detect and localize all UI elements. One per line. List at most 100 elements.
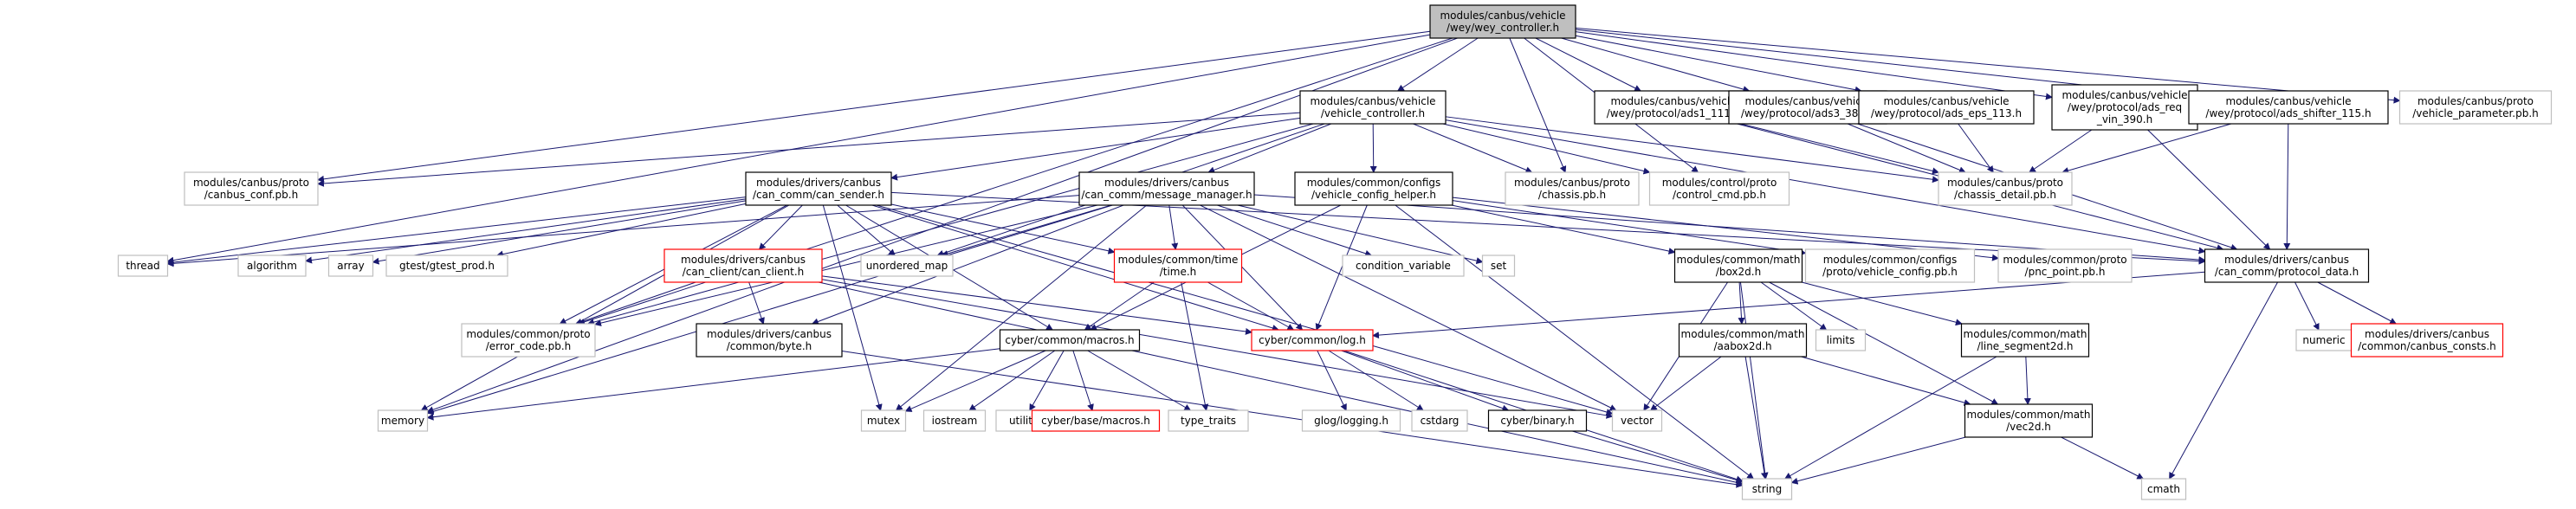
node-byte-h[interactable]: modules/drivers/canbus/common/byte.h — [696, 323, 843, 358]
node-ads-req-vin-390[interactable]: modules/canbus/vehicle/wey/protocol/ads_… — [2051, 84, 2198, 131]
edge-message_manager-to-time_h — [1168, 204, 1179, 250]
node-box — [1078, 171, 1255, 206]
node-label: /vec2d.h — [2006, 421, 2051, 433]
edge-message_manager-to-set — [1237, 204, 1484, 265]
node-vehicle-parameter-pb[interactable]: modules/canbus/proto/vehicle_parameter.p… — [2398, 90, 2553, 125]
node-label: modules/drivers/canbus — [2224, 254, 2349, 266]
node-canbus-consts[interactable]: modules/drivers/canbus/common/canbus_con… — [2350, 323, 2504, 358]
node-vector[interactable]: vector — [1611, 409, 1663, 432]
edge-can_sender-to-algorithm — [305, 198, 747, 264]
node-time-h[interactable]: modules/common/time/time.h — [1113, 248, 1243, 283]
edge-log_h-to-binary_h — [1341, 350, 1510, 412]
node-box — [1113, 248, 1243, 283]
node-iostream[interactable]: iostream — [922, 409, 987, 432]
node-binary-h[interactable]: cyber/binary.h — [1487, 409, 1588, 432]
node-log-h[interactable]: cyber/common/log.h — [1251, 329, 1374, 351]
node-label: modules/canbus/proto — [193, 177, 309, 189]
node-condition-variable[interactable]: condition_variable — [1342, 254, 1465, 277]
node-label: /common/byte.h — [727, 340, 812, 352]
edge-line_segment2d-to-vec2d — [2023, 356, 2031, 405]
node-ads1-111[interactable]: modules/canbus/vehicle/wey/protocol/ads1… — [1594, 90, 1753, 125]
node-label: iostream — [932, 415, 978, 427]
node-cstdarg[interactable]: cstdarg — [1411, 409, 1468, 432]
node-set[interactable]: set — [1481, 254, 1516, 277]
node-label: mutex — [867, 415, 900, 427]
node-mutex[interactable]: mutex — [860, 409, 907, 432]
edge-can_sender-to-can_client — [758, 204, 803, 250]
node-protocol-data[interactable]: modules/drivers/canbus/can_comm/protocol… — [2204, 248, 2370, 283]
edge-vehicle_config_helper-to-vehicle_config_pb — [1452, 200, 1807, 256]
edge-box2d-to-string — [1739, 281, 1769, 480]
edge-message_manager-to-mutex — [895, 204, 1148, 411]
edge-box2d-to-line_segment2d — [1802, 281, 1963, 326]
node-gtest-prod[interactable]: gtest/gtest_prod.h — [385, 254, 508, 277]
node-macros-h[interactable]: cyber/common/macros.h — [999, 329, 1141, 351]
edge-box2d-to-aabox2d — [1738, 281, 1745, 325]
node-box — [1429, 4, 1576, 39]
node-label: type_traits — [1181, 415, 1236, 427]
node-line-segment2d[interactable]: modules/common/math/line_segment2d.h — [1960, 323, 2090, 358]
node-box — [1031, 409, 1161, 432]
node-vehicle-config-helper[interactable]: modules/common/configs/vehicle_config_he… — [1294, 171, 1453, 206]
node-label: modules/canbus/vehicle — [1883, 95, 2009, 107]
node-label: /can_client/can_client.h — [683, 266, 805, 278]
node-message-manager[interactable]: modules/drivers/canbus/can_comm/message_… — [1078, 171, 1255, 206]
edge-vehicle_controller-to-message_manager — [1207, 123, 1332, 174]
node-label: string — [1752, 483, 1782, 495]
node-aabox2d[interactable]: modules/common/math/aabox2d.h — [1678, 323, 1808, 358]
node-vehicle-controller[interactable]: modules/canbus/vehicle/vehicle_controlle… — [1299, 90, 1447, 125]
node-can-client[interactable]: modules/drivers/canbus/can_client/can_cl… — [663, 248, 823, 283]
node-vec2d[interactable]: modules/common/math/vec2d.h — [1964, 403, 2094, 438]
node-label: array — [337, 260, 364, 272]
node-label: modules/common/math — [1964, 328, 2087, 340]
node-base-macros[interactable]: cyber/base/macros.h — [1031, 409, 1161, 432]
node-control-cmd-pb[interactable]: modules/control/proto/control_cmd.pb.h — [1648, 171, 1790, 206]
node-label: glog/logging.h — [1314, 415, 1388, 427]
node-box — [1804, 248, 1976, 283]
node-glog-logging[interactable]: glog/logging.h — [1301, 409, 1401, 432]
node-label: cmath — [2147, 483, 2180, 495]
node-vehicle-config-pb[interactable]: modules/common/configs/proto/vehicle_con… — [1804, 248, 1976, 283]
node-box — [1741, 478, 1793, 500]
node-ads-eps-113[interactable]: modules/canbus/vehicle/wey/protocol/ads_… — [1858, 90, 2035, 125]
node-label: utility — [1009, 415, 1039, 427]
node-array[interactable]: array — [327, 254, 374, 277]
node-box — [696, 323, 843, 358]
edge-vehicle_controller-to-chassis_pb — [1413, 123, 1533, 174]
node-label: modules/canbus/vehicle — [1310, 95, 1435, 107]
node-memory[interactable]: memory — [377, 409, 429, 432]
node-can-sender[interactable]: modules/drivers/canbus/can_comm/can_send… — [745, 171, 892, 206]
node-limits[interactable]: limits — [1815, 329, 1867, 351]
node-label: /vehicle_config_helper.h — [1311, 189, 1436, 201]
edge-vec2d-to-string — [1790, 436, 1966, 485]
node-error-code-pb[interactable]: modules/common/proto/error_code.pb.h — [461, 323, 596, 358]
node-string[interactable]: string — [1741, 478, 1793, 500]
node-canbus-conf-pb[interactable]: modules/canbus/proto/canbus_conf.pb.h — [184, 171, 319, 206]
node-numeric[interactable]: numeric — [2295, 329, 2353, 351]
node-ads-shifter-115[interactable]: modules/canbus/vehicle/wey/protocol/ads_… — [2188, 90, 2389, 125]
node-box — [1960, 323, 2090, 358]
node-cmath[interactable]: cmath — [2140, 478, 2187, 500]
edge-protocol_data-to-canbus_consts — [2317, 281, 2398, 325]
node-thread[interactable]: thread — [117, 254, 169, 277]
node-pnc-point-pb[interactable]: modules/common/proto/pnc_point.pb.h — [1997, 248, 2133, 283]
node-label: modules/drivers/canbus — [681, 254, 806, 266]
edge-can_sender-to-time_h — [890, 203, 1116, 254]
node-chassis-pb[interactable]: modules/canbus/proto/chassis.pb.h — [1505, 171, 1640, 206]
node-label: /chassis_detail.pb.h — [1954, 189, 2056, 201]
edge-wey_controller-to-thread — [166, 34, 1431, 264]
node-label: /vehicle_controller.h — [1321, 107, 1425, 119]
node-label: /box2d.h — [1716, 266, 1761, 278]
node-box2d[interactable]: modules/common/math/box2d.h — [1673, 248, 1803, 283]
node-unordered-map[interactable]: unordered_map — [860, 254, 954, 277]
node-label: /chassis.pb.h — [1538, 189, 1606, 201]
edge-wey_controller-to-ads_req_vin_390 — [1575, 31, 2053, 100]
node-label: cyber/binary.h — [1500, 415, 1574, 427]
node-algorithm[interactable]: algorithm — [237, 254, 307, 277]
node-box — [1342, 254, 1465, 277]
node-type-traits[interactable]: type_traits — [1168, 409, 1249, 432]
edge-wey_controller-to-ads1_111 — [1535, 37, 1642, 92]
node-label: modules/common/configs — [1307, 177, 1441, 189]
node-chassis-detail-pb[interactable]: modules/canbus/proto/chassis_detail.pb.h — [1938, 171, 2073, 206]
